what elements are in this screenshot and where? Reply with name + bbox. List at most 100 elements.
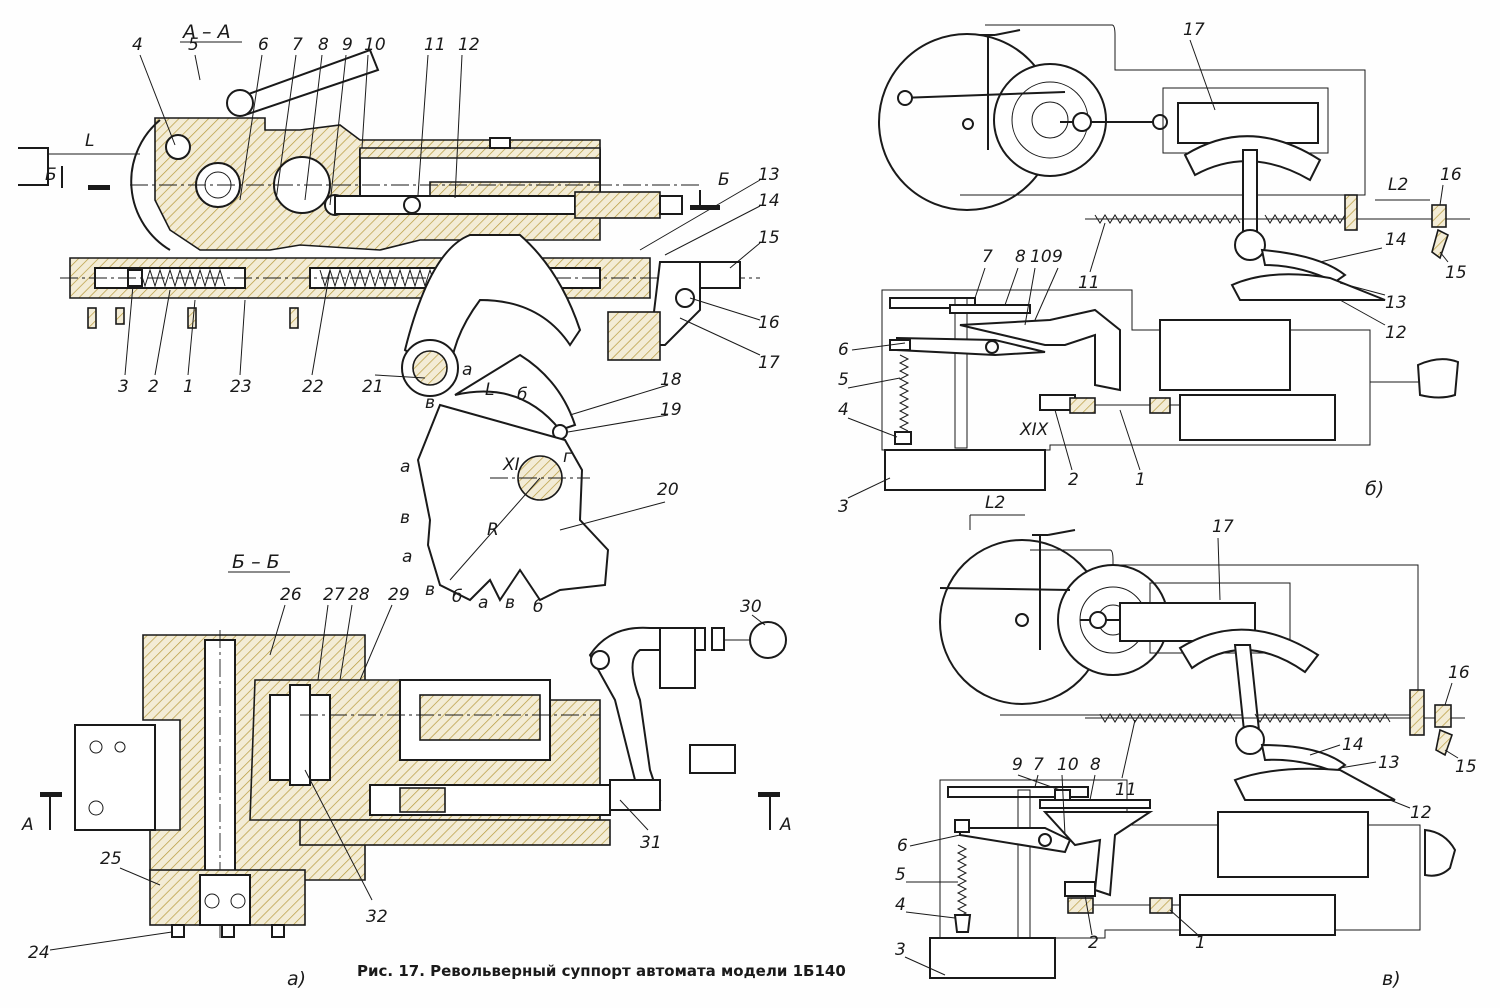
part-label: 10	[1057, 755, 1079, 775]
leader-line	[1169, 909, 1199, 936]
lever-pivot-v	[1038, 833, 1052, 847]
part-label: 28	[348, 585, 370, 605]
part-label: 13	[1378, 753, 1400, 773]
coupling	[399, 787, 446, 813]
radius-r-label: R	[487, 520, 499, 540]
part-label: 19	[660, 400, 682, 420]
hole	[89, 740, 103, 754]
part-label: 16	[758, 313, 780, 333]
stop-block	[18, 147, 49, 186]
part-label: 31	[640, 833, 662, 853]
lever-shaft-21	[412, 350, 448, 386]
clamp-block	[607, 311, 661, 361]
cylinder	[1179, 394, 1336, 441]
link-bar-v	[939, 587, 1071, 591]
part-label: 8	[1090, 755, 1101, 775]
part-label: 17	[758, 353, 780, 373]
stud-2	[115, 307, 125, 325]
leader-line	[1339, 299, 1386, 326]
part-label: 14	[758, 191, 780, 211]
leader-line	[1444, 749, 1459, 759]
spring-5-v	[956, 844, 968, 922]
stud-4	[289, 307, 299, 329]
adjuster-screw-11	[574, 191, 661, 219]
leader-line	[119, 867, 161, 886]
leader-line	[559, 501, 666, 531]
detent-handle-v	[1032, 529, 1076, 536]
stop-collar-v	[1409, 689, 1425, 736]
base-block	[199, 874, 251, 926]
part-label: 26	[280, 585, 302, 605]
leader-line	[847, 477, 891, 499]
part-label: 27	[323, 585, 345, 605]
part-label: 4	[895, 895, 906, 915]
part-label: 5	[838, 370, 849, 390]
part-label: 6	[838, 340, 849, 360]
block-3-v	[929, 937, 1056, 979]
disk-8-v	[1039, 799, 1151, 809]
leader-line	[1444, 682, 1453, 706]
cam-letter: а	[400, 457, 410, 477]
drum-hub	[1031, 101, 1069, 139]
cover-plate-10	[359, 147, 601, 159]
lower-rail	[299, 819, 611, 846]
disk-8	[949, 304, 1031, 314]
pawl-14	[1260, 248, 1347, 284]
leader-line	[454, 54, 463, 199]
stop-screw-15	[699, 261, 741, 289]
part-label: 17	[1212, 517, 1234, 537]
motor-v	[1217, 811, 1369, 878]
leader-line	[1389, 799, 1411, 809]
link-bar	[899, 91, 1066, 99]
vertical-shaft-v	[1017, 789, 1031, 939]
part-label: 12	[458, 35, 480, 55]
leader-line	[569, 384, 669, 416]
leader-line	[729, 242, 761, 269]
part-label: 25	[100, 849, 122, 869]
leader-line	[619, 799, 649, 831]
part-label: 4	[838, 400, 849, 420]
detent-handle	[980, 29, 1021, 36]
part-label: 8	[1015, 247, 1026, 267]
piston-joint-v	[1067, 897, 1094, 914]
housing-outline-top	[960, 24, 1366, 196]
cam-letter: а	[462, 360, 472, 380]
part-label: 11	[424, 35, 446, 55]
leader-line	[374, 374, 426, 379]
hole	[230, 893, 246, 909]
part-labels-bb: 24 25 26 27 28 29 30 31 32	[28, 585, 766, 963]
leader-line	[1089, 774, 1096, 801]
bracket-arm	[588, 626, 706, 801]
t-lever-pivot	[1234, 229, 1266, 261]
section-bar-a-left	[40, 792, 62, 797]
pawl-14-v	[1260, 743, 1347, 774]
part-label: 6	[258, 35, 269, 55]
end-stop	[689, 744, 736, 774]
part-label: 17	[1183, 20, 1205, 40]
stud-1	[87, 307, 97, 329]
cam-disk-20	[416, 403, 610, 602]
ram	[419, 694, 541, 741]
t-lever-head-v	[1178, 628, 1320, 674]
leader-line	[317, 604, 329, 681]
leader-line	[1439, 251, 1449, 263]
bolt	[271, 924, 285, 938]
leader-line	[269, 604, 286, 656]
bevel-gear	[959, 308, 1121, 392]
hole	[114, 741, 126, 753]
cut-bar-right	[690, 205, 720, 210]
part-label: 9	[342, 35, 353, 55]
leader-line	[847, 377, 901, 389]
lever-l-label: L	[485, 380, 494, 400]
part-label: 5	[188, 35, 199, 55]
leader-line	[361, 54, 369, 149]
leader-line	[1089, 222, 1106, 273]
part-label: 3	[838, 497, 849, 517]
leader-line	[1439, 184, 1444, 206]
part-label: 1	[1195, 933, 1206, 953]
part-label: 9	[1052, 247, 1063, 267]
collar-31	[609, 779, 661, 811]
stop-lug-15-v	[1435, 728, 1454, 757]
part-label: 18	[660, 370, 682, 390]
leader-line	[567, 414, 669, 433]
